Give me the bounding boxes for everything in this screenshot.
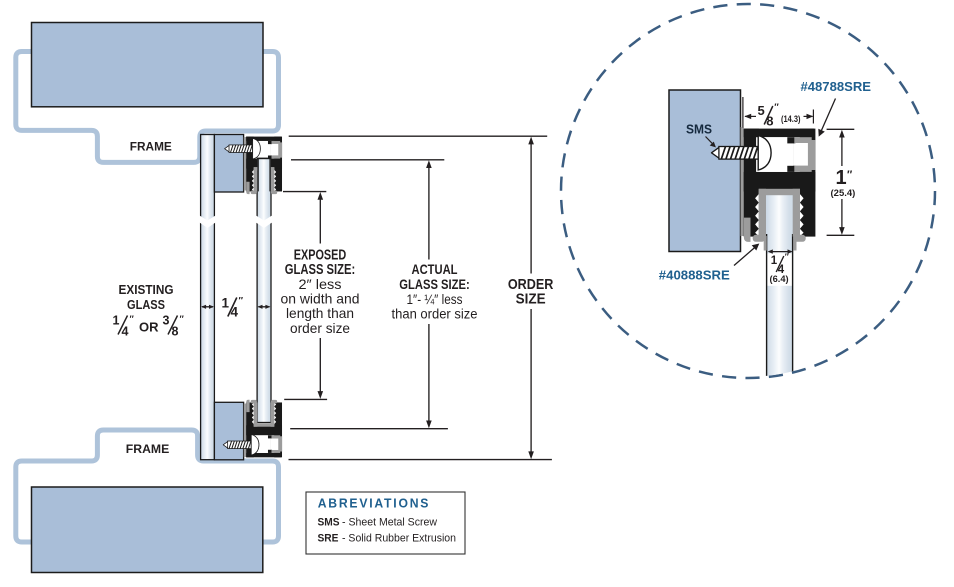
- svg-text:SMS: SMS: [318, 516, 340, 528]
- svg-text:3: 3: [163, 314, 170, 328]
- svg-text:SRE: SRE: [318, 533, 339, 545]
- svg-text:(14.3): (14.3): [781, 114, 801, 124]
- svg-text:GLASS SIZE:: GLASS SIZE:: [399, 276, 470, 292]
- svg-text:1: 1: [771, 255, 778, 267]
- svg-text:ORDER: ORDER: [508, 276, 554, 293]
- svg-text:- Solid Rubber Extrusion: - Solid Rubber Extrusion: [342, 533, 456, 545]
- svg-text:length than: length than: [286, 305, 354, 321]
- svg-text:- Sheet Metal Screw: - Sheet Metal Screw: [342, 516, 438, 528]
- svg-text:ACTUAL: ACTUAL: [412, 261, 458, 277]
- svg-text:″: ″: [774, 102, 779, 113]
- svg-text:8: 8: [766, 114, 773, 129]
- svg-text:(25.4): (25.4): [831, 188, 856, 199]
- svg-text:2″ less: 2″ less: [299, 276, 342, 292]
- svg-text:1: 1: [836, 167, 847, 189]
- svg-text:1″- ¼″ less: 1″- ¼″ less: [407, 292, 463, 307]
- svg-text:on width and: on width and: [281, 291, 360, 307]
- svg-text:4: 4: [231, 305, 239, 320]
- svg-text:4: 4: [122, 325, 129, 339]
- svg-text:#40888SRE: #40888SRE: [659, 268, 730, 282]
- svg-text:4: 4: [778, 264, 785, 276]
- svg-text:(6.4): (6.4): [770, 274, 789, 284]
- svg-text:5: 5: [758, 103, 765, 118]
- svg-text:SMS: SMS: [686, 123, 712, 137]
- svg-text:GLASS SIZE:: GLASS SIZE:: [285, 262, 356, 278]
- svg-text:SIZE: SIZE: [516, 291, 546, 308]
- svg-text:″: ″: [847, 169, 853, 181]
- svg-text:FRAME: FRAME: [130, 140, 172, 154]
- svg-text:″: ″: [239, 296, 244, 307]
- svg-text:EXPOSED: EXPOSED: [294, 247, 347, 263]
- svg-text:8: 8: [172, 325, 179, 339]
- svg-text:GLASS: GLASS: [127, 297, 165, 312]
- svg-text:″: ″: [785, 252, 789, 262]
- svg-text:EXISTING: EXISTING: [119, 282, 174, 297]
- svg-text:OR: OR: [139, 320, 159, 335]
- svg-text:#48788SRE: #48788SRE: [801, 80, 872, 94]
- svg-text:1: 1: [222, 296, 230, 311]
- svg-text:″: ″: [130, 314, 135, 324]
- svg-text:″: ″: [180, 314, 185, 324]
- svg-text:than order size: than order size: [392, 307, 478, 322]
- svg-text:order size: order size: [290, 320, 350, 336]
- svg-text:ABREVIATIONS: ABREVIATIONS: [318, 496, 431, 511]
- svg-text:1: 1: [113, 314, 120, 328]
- svg-text:FRAME: FRAME: [126, 442, 170, 456]
